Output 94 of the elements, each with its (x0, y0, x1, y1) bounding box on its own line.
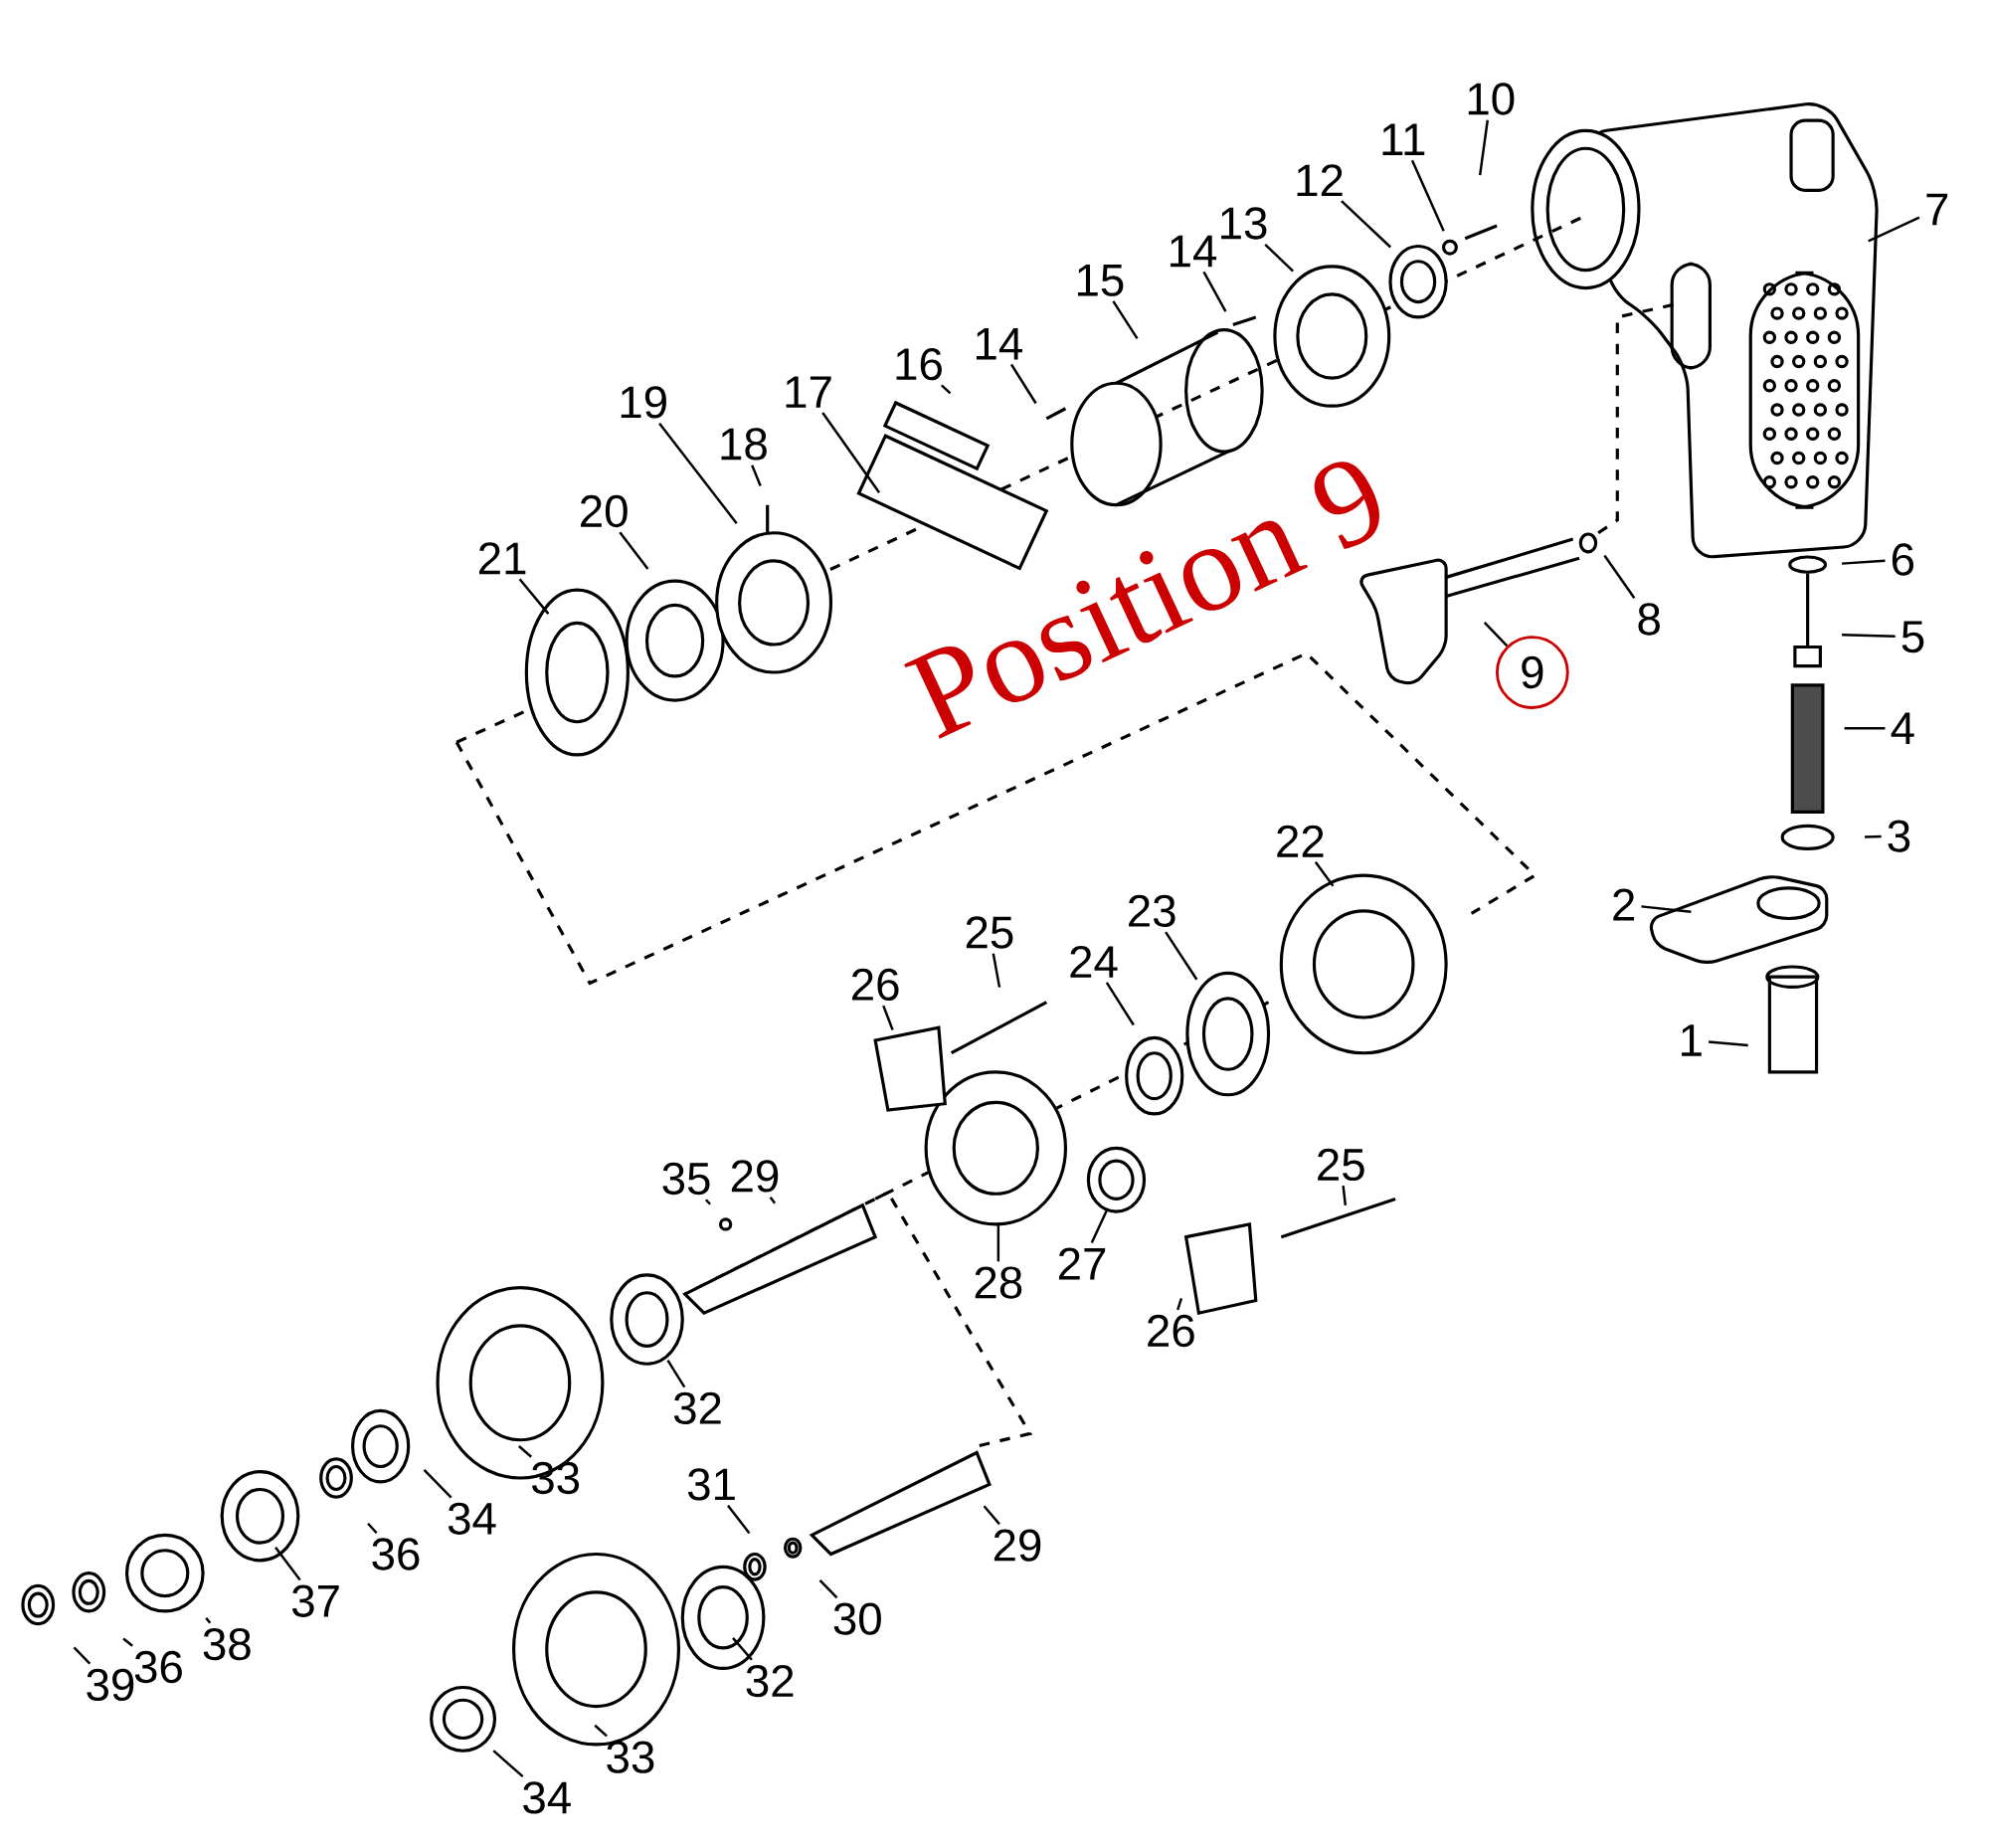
callout-number: 24 (1070, 945, 1118, 978)
callout-number: 26 (1148, 1314, 1194, 1347)
callout-number: 33 (532, 1461, 580, 1494)
leader-line (1105, 982, 1135, 1025)
leader-line (1165, 931, 1198, 981)
callout-number: 13 (1221, 207, 1267, 240)
leader-line (619, 531, 649, 570)
callout-number: 1 (1682, 1024, 1702, 1056)
leader-line (1483, 621, 1509, 647)
leader-line (1112, 300, 1139, 339)
leader-line (1341, 200, 1392, 249)
callout-number: 37 (291, 1584, 339, 1617)
callout-number: 16 (896, 347, 942, 381)
leader-line (769, 1196, 777, 1204)
callout-number: 9 (1496, 635, 1569, 709)
leader-line (940, 384, 952, 394)
callout-number: 17 (786, 376, 831, 408)
callout-number: 5 (1901, 621, 1924, 653)
leader-line (1009, 363, 1037, 404)
callout-number: 3 (1888, 820, 1910, 852)
callout-number: 19 (621, 385, 666, 419)
leader-line (367, 1522, 378, 1534)
leader-line (727, 1504, 751, 1535)
leader-line (732, 1636, 753, 1661)
callout-number: 34 (448, 1502, 496, 1535)
callout-number: 25 (966, 916, 1013, 949)
leader-line (1641, 904, 1692, 913)
leader-line (594, 1724, 608, 1738)
leader-line (704, 1199, 711, 1205)
callout-number: 32 (673, 1391, 721, 1424)
leader-line (518, 1444, 532, 1458)
leader-line (1865, 834, 1882, 838)
leader-line (423, 1468, 452, 1499)
callout-number: 14 (1171, 235, 1217, 268)
leader-line (1342, 1185, 1348, 1205)
callout-number: 31 (687, 1468, 735, 1501)
leader-line (821, 412, 881, 493)
leader-line (1708, 1040, 1748, 1047)
callout-number: 34 (523, 1781, 571, 1814)
leader-line (492, 1749, 524, 1777)
leader-line (1478, 119, 1490, 176)
leader-line (1176, 1297, 1183, 1310)
callout-number: 38 (203, 1627, 251, 1661)
callout-number: 8 (1638, 603, 1660, 636)
leader-line (658, 422, 738, 524)
callout-number: 29 (731, 1160, 779, 1193)
leader-line (996, 1222, 1000, 1262)
callout-number: 15 (1077, 264, 1124, 296)
leader-line (1090, 1207, 1109, 1243)
callout-number: 27 (1058, 1247, 1106, 1280)
leader-line (666, 1359, 686, 1387)
callout-number: 7 (1926, 193, 1948, 225)
leader-line (1842, 633, 1896, 638)
leader-line (205, 1616, 212, 1624)
leader-line (518, 578, 550, 615)
callout-number: 39 (87, 1668, 134, 1701)
callout-number: 28 (975, 1266, 1022, 1299)
callout-number: 4 (1891, 712, 1914, 744)
leader-line (818, 1578, 838, 1598)
callout-number: 2 (1613, 888, 1635, 921)
leader-line (1314, 860, 1335, 887)
leader-line (274, 1546, 301, 1580)
callout-number: 6 (1892, 543, 1913, 576)
leader-line (751, 464, 762, 486)
callout-number: 21 (479, 542, 526, 574)
callout-number: 30 (833, 1602, 881, 1635)
callout-number: 14 (976, 327, 1022, 360)
leader-line (983, 1505, 1000, 1525)
leader-line (1844, 726, 1886, 730)
leader-line (1202, 271, 1227, 312)
callout-number: 10 (1468, 83, 1515, 115)
leader-line (73, 1646, 91, 1665)
leader-line (992, 953, 1001, 988)
callout-number: 11 (1382, 123, 1425, 155)
leader-line (1842, 559, 1886, 565)
leader-line (1603, 554, 1636, 599)
callout-number: 18 (721, 428, 767, 461)
callout-number: 36 (372, 1538, 420, 1571)
callout-number: 33 (607, 1741, 654, 1773)
leader-line (1264, 243, 1294, 273)
callout-number: 25 (1318, 1148, 1364, 1181)
leader-line (882, 1005, 894, 1030)
callout-number: 36 (134, 1650, 182, 1683)
callout-number: 12 (1297, 163, 1343, 196)
callout-number: 35 (662, 1162, 710, 1195)
callout-number: 29 (994, 1529, 1041, 1562)
leader-line (1868, 216, 1920, 243)
leader-line (1410, 159, 1445, 232)
callout-number: 26 (852, 968, 899, 1001)
callout-number: 32 (746, 1664, 794, 1698)
leader-line (122, 1637, 133, 1647)
callout-number: 20 (581, 494, 628, 527)
callout-number: 22 (1277, 825, 1324, 857)
callout-number: 23 (1129, 894, 1175, 927)
